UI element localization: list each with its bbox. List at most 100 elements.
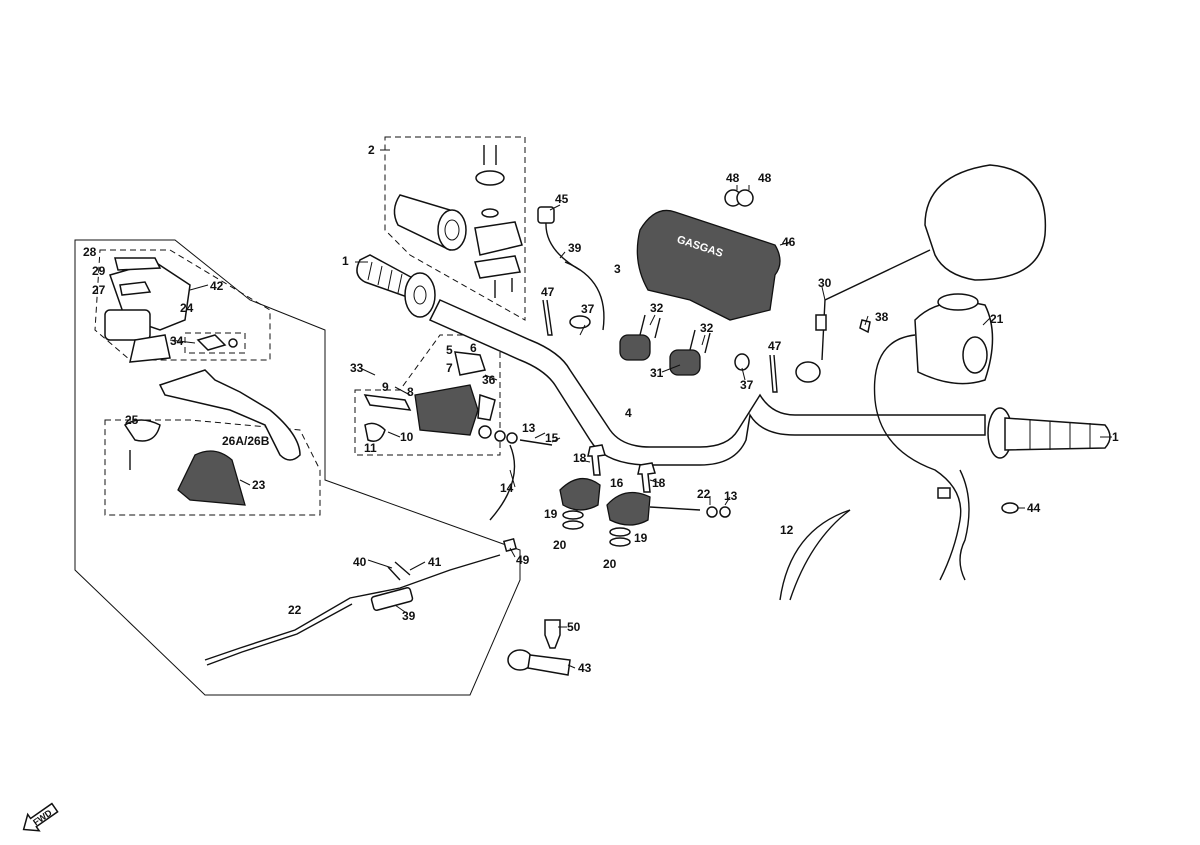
left-grip bbox=[356, 254, 436, 318]
label-46: 46 bbox=[782, 235, 796, 249]
label-37-left: 37 bbox=[581, 302, 595, 316]
label-26a-26b: 26A/26B bbox=[222, 434, 270, 448]
label-18-right: 18 bbox=[652, 476, 666, 490]
label-15: 15 bbox=[545, 431, 559, 445]
lever-bracket bbox=[123, 419, 161, 442]
right-switch bbox=[914, 293, 994, 385]
fwd-direction-marker: FWD bbox=[22, 802, 59, 832]
label-27: 27 bbox=[92, 283, 106, 297]
label-23: 23 bbox=[252, 478, 266, 492]
clutch-cable bbox=[204, 537, 518, 666]
brake-master-cylinder bbox=[104, 257, 191, 363]
adjuster-bolt bbox=[478, 425, 553, 446]
label-24: 24 bbox=[180, 301, 194, 315]
hot-start-cable bbox=[489, 444, 516, 521]
label-33: 33 bbox=[350, 361, 364, 375]
pin-47-left bbox=[542, 299, 553, 336]
label-1-left: 1 bbox=[342, 254, 349, 268]
label-41: 41 bbox=[428, 555, 442, 569]
label-8: 8 bbox=[407, 385, 414, 399]
label-31: 31 bbox=[650, 366, 664, 380]
label-25: 25 bbox=[125, 413, 139, 427]
label-16: 16 bbox=[610, 476, 624, 490]
pin-47-right bbox=[769, 354, 778, 393]
right-grip bbox=[987, 407, 1111, 459]
label-12: 12 bbox=[780, 523, 794, 537]
brake-line-fitting bbox=[649, 506, 701, 511]
label-34: 34 bbox=[170, 334, 184, 348]
bolt-left bbox=[587, 444, 606, 476]
label-22-upper: 22 bbox=[697, 487, 711, 501]
label-42: 42 bbox=[210, 279, 224, 293]
label-22-lower: 22 bbox=[288, 603, 302, 617]
clamp-ring-right bbox=[736, 189, 754, 207]
handlebar-cover: GASGAS bbox=[636, 209, 781, 321]
label-30: 30 bbox=[818, 276, 832, 290]
label-39-lower: 39 bbox=[402, 609, 416, 623]
label-11: 11 bbox=[364, 441, 377, 455]
kill-switch bbox=[537, 206, 581, 271]
hot-start-bracket bbox=[507, 619, 571, 676]
label-45: 45 bbox=[555, 192, 569, 206]
label-38: 38 bbox=[875, 310, 889, 324]
label-9: 9 bbox=[382, 380, 389, 394]
label-13-lower: 13 bbox=[724, 489, 738, 503]
bar-clamp-right bbox=[669, 329, 711, 376]
switch-34 bbox=[196, 334, 238, 351]
label-39-upper: 39 bbox=[568, 241, 582, 255]
label-5: 5 bbox=[446, 343, 453, 357]
label-50: 50 bbox=[567, 620, 581, 634]
cable-12 bbox=[779, 509, 851, 601]
bolt-right bbox=[637, 462, 656, 493]
mirror bbox=[795, 164, 1047, 383]
label-18-left: 18 bbox=[573, 451, 587, 465]
label-49: 49 bbox=[516, 553, 530, 567]
label-20-right: 20 bbox=[603, 557, 617, 571]
brake-master-group-outline bbox=[94, 249, 271, 361]
label-29: 29 bbox=[92, 264, 106, 278]
throttle-group-outline bbox=[384, 136, 526, 321]
part-labels: 1 1 2 3 4 5 6 7 8 9 10 11 12 13 13 14 15… bbox=[83, 143, 1119, 675]
label-47-right: 47 bbox=[768, 339, 782, 353]
label-21: 21 bbox=[990, 312, 1004, 326]
label-36: 36 bbox=[482, 373, 496, 387]
label-19-right: 19 bbox=[634, 531, 648, 545]
brake-lever bbox=[158, 369, 301, 461]
label-32-left: 32 bbox=[650, 301, 664, 315]
label-2: 2 bbox=[368, 143, 375, 157]
label-37-right: 37 bbox=[740, 378, 754, 392]
label-7: 7 bbox=[446, 361, 453, 375]
clip-37-left bbox=[569, 315, 591, 329]
label-20-left: 20 bbox=[553, 538, 567, 552]
label-1-right: 1 bbox=[1112, 430, 1119, 444]
leader-lines bbox=[169, 149, 1112, 669]
part-44 bbox=[1001, 502, 1019, 514]
lever-group-outline bbox=[104, 419, 321, 516]
label-43: 43 bbox=[578, 661, 592, 675]
lower-clamp-left bbox=[559, 478, 601, 530]
hot-start-lever bbox=[177, 450, 246, 506]
label-28: 28 bbox=[83, 245, 97, 259]
label-10: 10 bbox=[400, 430, 414, 444]
label-48-left: 48 bbox=[726, 171, 740, 185]
clutch-assembly-outline bbox=[74, 239, 521, 696]
label-44: 44 bbox=[1027, 501, 1041, 515]
bar-clamp-left bbox=[619, 314, 661, 361]
throttle-assembly bbox=[393, 145, 523, 298]
part-38 bbox=[859, 319, 871, 334]
label-14: 14 bbox=[500, 481, 514, 495]
clip-37-right bbox=[734, 353, 750, 371]
label-6: 6 bbox=[470, 341, 477, 355]
label-47-left: 47 bbox=[541, 285, 555, 299]
label-4: 4 bbox=[625, 406, 632, 420]
label-40: 40 bbox=[353, 555, 367, 569]
label-3: 3 bbox=[614, 262, 621, 276]
label-19-left: 19 bbox=[544, 507, 558, 521]
clutch-perch bbox=[363, 351, 496, 442]
label-32-right: 32 bbox=[700, 321, 714, 335]
lower-clamp-right bbox=[606, 491, 651, 547]
switch-box-outline bbox=[184, 332, 246, 354]
label-13-upper: 13 bbox=[522, 421, 536, 435]
label-48-right: 48 bbox=[758, 171, 772, 185]
